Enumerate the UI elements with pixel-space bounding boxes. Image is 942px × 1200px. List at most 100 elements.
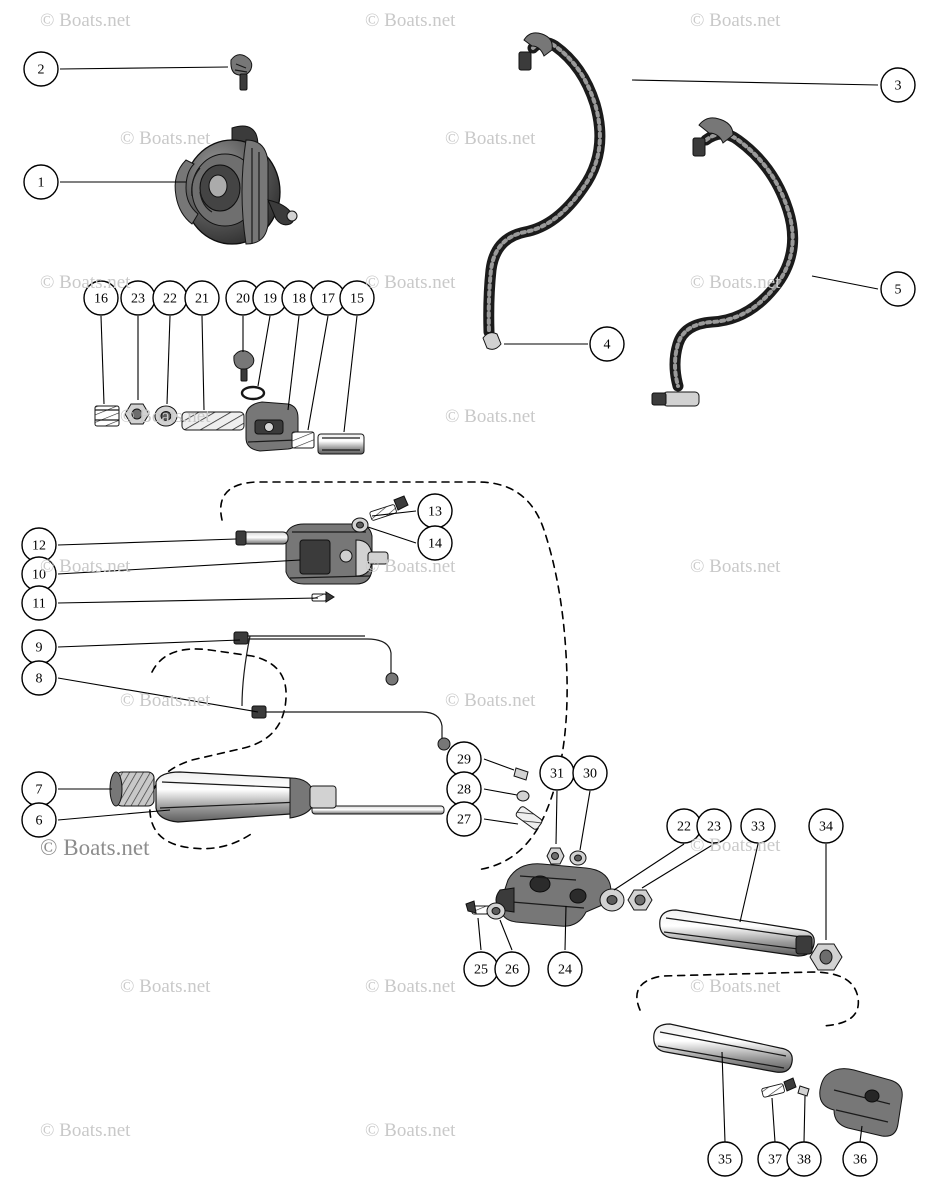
callout-circle (446, 801, 482, 837)
callout-number: 16 (94, 292, 108, 307)
callout-number: 10 (32, 568, 46, 583)
callout-25[interactable]: 25 (463, 951, 499, 987)
part-13-bolt (369, 495, 409, 521)
part-2-fitting (230, 54, 253, 91)
leader-11 (57, 597, 319, 604)
leader-21 (201, 315, 205, 411)
callout-21[interactable]: 21 (184, 280, 220, 316)
part-10-control-valve (285, 523, 389, 585)
callout-26[interactable]: 26 (494, 951, 530, 987)
part-22b-washer (599, 888, 625, 912)
leader-9 (57, 639, 241, 648)
callout-number: 2 (38, 63, 45, 78)
leader-18 (287, 315, 300, 411)
callout-23b[interactable]: 23 (696, 808, 732, 844)
callout-22b[interactable]: 22 (666, 808, 702, 844)
callout-number: 6 (36, 814, 43, 829)
callout-number: 33 (751, 820, 765, 835)
callout-33[interactable]: 33 (740, 808, 776, 844)
callout-number: 37 (768, 1153, 782, 1168)
part-14-washer (351, 517, 369, 533)
part-3-hose-upper (482, 32, 606, 350)
leader-5 (811, 275, 879, 290)
callout-15[interactable]: 15 (339, 280, 375, 316)
callout-number: 7 (36, 783, 43, 798)
callout-24[interactable]: 24 (547, 951, 583, 987)
callout-number: 3 (895, 79, 902, 94)
callout-circle (494, 951, 530, 987)
part-11-screw (311, 591, 335, 603)
leader-36 (859, 1125, 863, 1143)
callout-number: 19 (263, 292, 277, 307)
callout-12[interactable]: 12 (21, 527, 57, 563)
callout-27[interactable]: 27 (446, 801, 482, 837)
callout-35[interactable]: 35 (707, 1141, 743, 1177)
callout-number: 14 (428, 537, 442, 552)
part-19-o-ring (240, 385, 266, 401)
callout-1[interactable]: 1 (23, 164, 59, 200)
leader-3 (631, 79, 879, 86)
part-23a-hex-nut (124, 403, 150, 425)
part-6-steering-cylinder (155, 635, 445, 823)
callout-2[interactable]: 2 (23, 51, 59, 87)
part-16-nut (94, 405, 120, 427)
leader-12 (57, 538, 237, 546)
callout-circle (417, 525, 453, 561)
callout-13[interactable]: 13 (417, 493, 453, 529)
callout-number: 29 (457, 753, 471, 768)
callout-circle (21, 660, 57, 696)
leader-37 (771, 1097, 776, 1143)
callout-6[interactable]: 6 (21, 802, 57, 838)
callout-30[interactable]: 30 (572, 755, 608, 791)
callout-circle (339, 280, 375, 316)
callout-9[interactable]: 9 (21, 629, 57, 665)
callout-circle (740, 808, 776, 844)
callout-11[interactable]: 11 (21, 585, 57, 621)
part-30-washer (569, 850, 587, 866)
callout-23a[interactable]: 23 (120, 280, 156, 316)
callout-14[interactable]: 14 (417, 525, 453, 561)
part-12-spool-rod (235, 530, 289, 546)
callout-29[interactable]: 29 (446, 741, 482, 777)
leader-19 (257, 315, 271, 387)
callout-3[interactable]: 3 (880, 67, 916, 103)
leader-29 (483, 758, 515, 771)
callout-number: 8 (36, 672, 43, 687)
callout-number: 15 (350, 292, 364, 307)
part-5-hose-lower (651, 117, 799, 407)
leader-16 (100, 315, 105, 405)
callout-circle (21, 585, 57, 621)
callout-22a[interactable]: 22 (152, 280, 188, 316)
callout-circle (23, 51, 59, 87)
callout-8[interactable]: 8 (21, 660, 57, 696)
callout-18[interactable]: 18 (281, 280, 317, 316)
callout-28[interactable]: 28 (446, 771, 482, 807)
callout-number: 5 (895, 283, 902, 298)
callout-4[interactable]: 4 (589, 326, 625, 362)
callout-38[interactable]: 38 (786, 1141, 822, 1177)
leader-13 (371, 510, 417, 517)
callout-number: 35 (718, 1153, 732, 1168)
part-29-pin (513, 767, 529, 781)
callout-number: 13 (428, 505, 442, 520)
leader-14 (367, 526, 417, 544)
callout-31[interactable]: 31 (539, 755, 575, 791)
leader-10 (57, 559, 301, 575)
part-1-power-steering-pump (174, 125, 298, 245)
callout-number: 4 (604, 338, 611, 353)
leader-28 (483, 788, 518, 796)
callout-circle (572, 755, 608, 791)
callout-5[interactable]: 5 (880, 271, 916, 307)
callout-7[interactable]: 7 (21, 771, 57, 807)
part-26-washer (486, 902, 506, 920)
part-18-valve-body (245, 401, 299, 452)
callout-circle (547, 951, 583, 987)
callout-16[interactable]: 16 (83, 280, 119, 316)
callout-34[interactable]: 34 (808, 808, 844, 844)
callout-number: 12 (32, 539, 46, 554)
callout-circle (589, 326, 625, 362)
leader-26 (499, 919, 513, 951)
callout-36[interactable]: 36 (842, 1141, 878, 1177)
